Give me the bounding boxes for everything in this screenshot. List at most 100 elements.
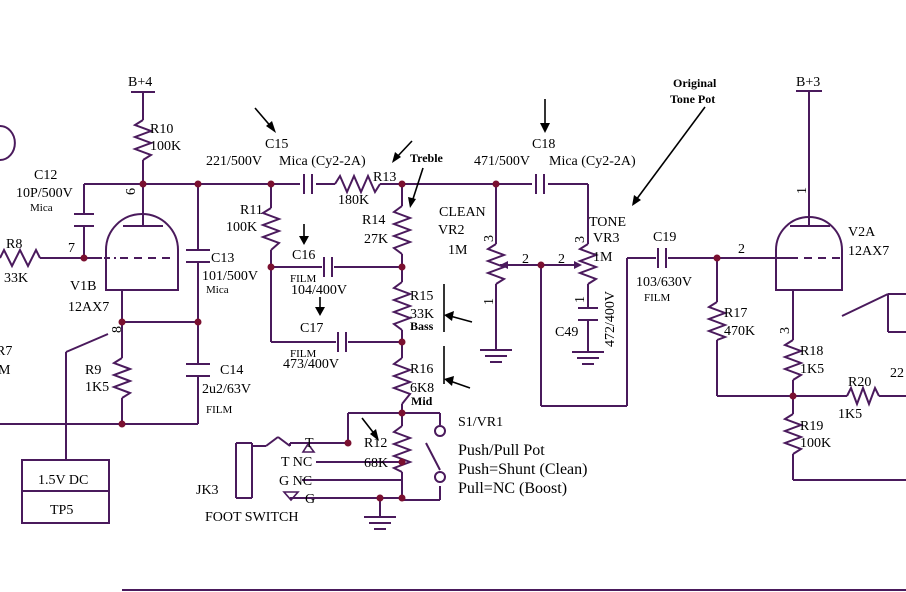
c14-value: 2u2/63V [202, 382, 251, 397]
vr3-value: 1M [593, 250, 613, 265]
vr2-pin-bottom: 1 [482, 298, 497, 305]
s1-ref: S1/VR1 [458, 415, 503, 430]
c49-ref: C49 [555, 325, 578, 340]
annotation-arrows [254, 99, 706, 441]
jk3-pin-g-nc: G NC [279, 474, 312, 489]
c17-value: 473/400V [283, 357, 339, 372]
r19-value: 100K [800, 436, 831, 451]
v1b-type: 12AX7 [68, 300, 109, 315]
c13-ref: C13 [211, 251, 234, 266]
cut-right-label: 22 [890, 366, 904, 381]
r13-ref: R13 [373, 170, 396, 185]
c15-capacitor [303, 174, 313, 194]
r13-value: 180K [338, 193, 369, 208]
jk3-contacts [282, 442, 316, 502]
c15-value: 221/500V [206, 154, 262, 169]
r10-ref: R10 [150, 122, 173, 137]
r15-tag: Bass [410, 319, 434, 333]
v2a-pin-plate: 1 [795, 187, 810, 194]
s1-line1: Push/Pull Pot [458, 442, 545, 459]
r9-ref: R9 [85, 363, 101, 378]
r15-resistor [391, 281, 413, 331]
junctions [80, 180, 797, 502]
vr3-potentiometer [574, 243, 599, 285]
c49-capacitor [578, 307, 598, 321]
r14-resistor [391, 205, 413, 255]
ground-vr3 [572, 351, 604, 365]
r11-value: 100K [226, 220, 257, 235]
jk3-pin-g: G [305, 492, 315, 507]
c14-ref: C14 [220, 363, 243, 378]
r14-ref: R14 [362, 213, 385, 228]
ground-ladder [364, 516, 396, 530]
v2a-tube [775, 216, 843, 291]
v1b-pin-cathode: 8 [110, 326, 125, 333]
v2a-ref: V2A [848, 225, 876, 240]
v2a-pin-cathode: 3 [778, 327, 793, 334]
c16-value: 104/400V [291, 283, 347, 298]
partial-tube-outline [0, 125, 16, 161]
c17-type: FILM [290, 348, 317, 360]
r13-resistor [334, 173, 381, 195]
r8-ref: R8 [6, 237, 22, 252]
c13-type: Mica [206, 284, 229, 296]
jk3-name: FOOT SWITCH [205, 510, 298, 525]
c12-value: 10P/500V [16, 186, 73, 201]
ground-vr2 [480, 349, 512, 363]
vr3-name: TONE [589, 215, 626, 230]
r17-value: 470K [724, 324, 755, 339]
tp5-voltage: 1.5V DC [38, 473, 88, 488]
r7-ref: R7 [0, 344, 12, 359]
c49-value: 472/400V [603, 291, 618, 347]
c15-ref: C15 [265, 137, 288, 152]
supply-b4-label: B+4 [128, 75, 152, 90]
vr2-pin-top: 3 [482, 235, 497, 242]
r12-value: 68K [364, 456, 388, 471]
supply-b3-label: B+3 [796, 75, 820, 90]
c16-capacitor [323, 257, 333, 277]
c13-capacitor [186, 249, 210, 263]
r20-ref: R20 [848, 375, 871, 390]
r15-ref: R15 [410, 289, 433, 304]
c18-capacitor [535, 174, 545, 194]
c18-ref: C18 [532, 137, 555, 152]
r16-resistor [391, 357, 413, 405]
c14-capacitor [186, 363, 210, 377]
vr2-name: CLEAN [439, 205, 486, 220]
s1-line2: Push=Shunt (Clean) [458, 461, 587, 478]
r20-value: 1K5 [838, 407, 862, 422]
c17-ref: C17 [300, 321, 323, 336]
v1b-ref: V1B [70, 279, 96, 294]
r16-tag: Mid [411, 394, 433, 408]
c12-ref: C12 [34, 168, 57, 183]
c16-ref: C16 [292, 248, 315, 263]
c13-value: 101/500V [202, 269, 258, 284]
v2a-type: 12AX7 [848, 244, 889, 259]
r15-value: 33K [410, 307, 434, 322]
vr3-ref: VR3 [593, 231, 619, 246]
r8-value: 33K [4, 271, 28, 286]
r10-value: 100K [150, 139, 181, 154]
r7-value: M [0, 363, 11, 378]
jk3-pin-t: T [305, 436, 314, 451]
vr2-potentiometer [485, 243, 509, 285]
r18-ref: R18 [800, 344, 823, 359]
c18-value: 471/500V [474, 154, 530, 169]
r11-ref: R11 [240, 203, 263, 218]
c19-type: FILM [644, 292, 671, 304]
r17-resistor [706, 301, 728, 341]
c14-type: FILM [206, 404, 233, 416]
vr2-value: 1M [448, 243, 468, 258]
c19-value: 103/630V [636, 275, 692, 290]
s1-line3: Pull=NC (Boost) [458, 480, 567, 497]
s1-switch [425, 425, 446, 483]
r16-ref: R16 [410, 362, 433, 377]
original-tone-pot-line1: Original [673, 76, 717, 90]
c12-type: Mica [30, 202, 53, 214]
r9-value: 1K5 [85, 380, 109, 395]
r11-resistor [260, 207, 282, 251]
v1b-pin-grid: 7 [68, 241, 75, 256]
r19-resistor [782, 413, 804, 455]
r20-resistor [846, 385, 880, 407]
